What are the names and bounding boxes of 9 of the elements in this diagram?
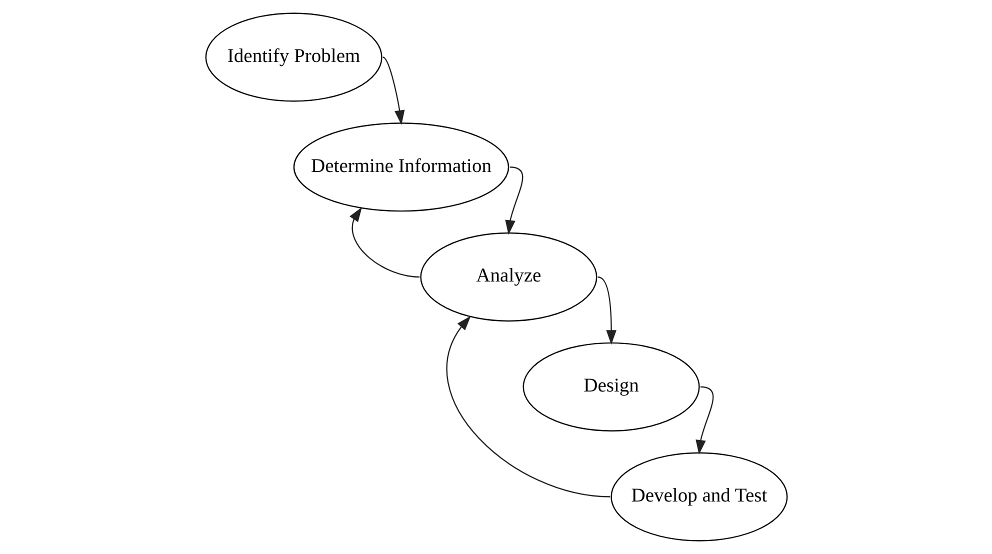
arrow [382, 56, 404, 125]
arrow [597, 276, 616, 345]
arrow [349, 207, 420, 278]
node-ellipse: Determine Information [292, 122, 509, 212]
node-ellipse: Design [522, 342, 700, 432]
node-ellipse: Identify Problem [204, 12, 382, 102]
node-ellipse: Develop and Test [610, 452, 788, 542]
node-ellipse: Analyze [420, 232, 597, 322]
arrow [446, 316, 610, 498]
